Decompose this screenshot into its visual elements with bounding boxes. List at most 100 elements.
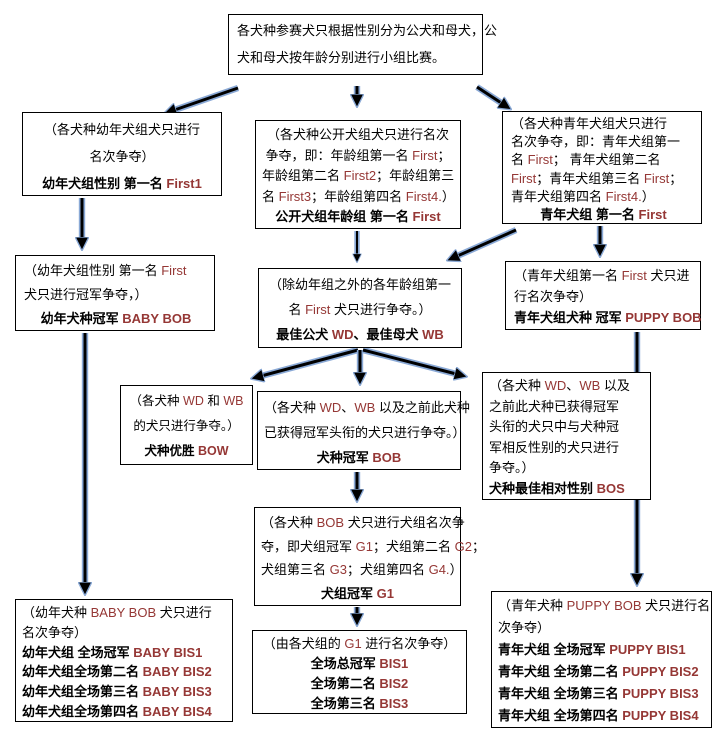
node-group-first: （各犬种 BOB 犬只进行犬组名次争夺，即犬组冠军 G1；犬组第二名 G2；犬组… [254,507,485,606]
chinese-text: （各犬种青年犬组犬只进行 [511,116,668,131]
text-line: 幼年犬组全场第四名 BABY BIS4 [22,702,226,722]
text-line: 全场第三名 BIS3 [259,694,460,714]
text-line: 名次争夺） [29,143,215,170]
chinese-text: 名 [511,152,528,168]
chinese-text: 名 [288,302,306,317]
latin-term: G1 [376,585,394,601]
text-line: （幼年犬种 BABY BOB 犬只进行 [22,603,226,623]
latin-term: WB [422,327,444,342]
node-puppy-bob: （青年犬组第一名 First 犬只进行名次争夺）青年犬组犬种 冠军 PUPPY … [505,261,702,330]
latin-term: PUPPY BIS4 [622,708,699,723]
text-line: （除幼年组之外的各年龄组第一 [265,272,455,297]
flow-arrow-halo [170,84,240,115]
latin-term: G4. [428,562,450,577]
node-open-class-age-first: （各犬种公开犬组犬只进行名次争夺，即：年龄组第一名 First；年龄组第二名 F… [255,120,461,229]
text-line: 犬种最佳相对性别 BOS [489,479,644,500]
latin-term: BOW [197,444,229,458]
latin-term: BABY BIS1 [133,644,203,660]
text-line: 公开犬组年龄组 第一名 First [262,207,454,228]
chinese-text: 、 [341,400,355,415]
latin-term: G2 [454,538,472,554]
chinese-text: 幼年犬组性别 第一名 [42,176,167,191]
latin-term: First [621,268,647,283]
latin-term: First [527,152,553,168]
latin-term: PUPPY BOB [566,598,642,613]
flow-arrow [362,348,465,376]
chinese-text: 各犬种参赛犬只根据性别分为公犬和母犬，公 [237,23,498,38]
chinese-text: 以及之前此犬种 [375,400,470,415]
chinese-text: 青年犬组 全场第四名 [498,708,623,723]
node-baby-best-in-show: （幼年犬种 BABY BOB 犬只进行名次争夺） 幼年犬组 全场冠军 BABY B… [15,599,233,722]
chinese-text: 、 [566,378,580,393]
chinese-text: 名 [262,188,279,204]
text-line: 各犬种参赛犬只根据性别分为公犬和母犬，公 [237,17,497,44]
chinese-text: （幼年犬组性别 第一名 [24,263,162,278]
text-line: 军相反性别的犬只进行 [489,438,644,459]
text-line: 之前此犬种已获得冠军 [489,397,644,418]
chinese-text: 、最佳母犬 [353,327,423,342]
text-line: 名 First； 青年犬组第二名 [511,151,696,169]
text-line: 犬只进行冠军争夺，） [24,283,208,307]
text-line: 争夺，即：年龄组第一名 First； [262,146,454,167]
chinese-text: ； 青年犬组第二名 [552,152,661,168]
latin-term: WB [223,394,244,408]
latin-term: G3 [329,562,347,577]
chinese-text: 名次争夺） [89,149,155,164]
text-line: 犬组冠军 G1 [261,582,454,606]
chinese-text: 青年犬组 全场冠军 [498,642,610,657]
node-puppy-best-in-show: （青年犬种 PUPPY BOB 犬只进行名次争夺）青年犬组 全场冠军 PUPPY… [491,591,712,728]
chinese-text: 青年犬组 全场第三名 [498,686,623,701]
text-line: 犬种冠军 BOB [264,445,454,470]
latin-term: BOB [316,515,345,530]
text-line: 幼年犬组 全场冠军 BABY BIS1 [22,643,226,663]
chinese-text: 犬只进行 [156,605,212,620]
chinese-text: 犬只进 [646,268,690,283]
text-line: （由各犬组的 G1 进行名次争夺） [259,634,460,654]
latin-term: BABY BIS2 [142,664,212,680]
latin-term: First [161,263,187,278]
latin-term: BOS [596,480,625,496]
chinese-text: （各犬种幼年犬组犬只进行 [43,122,200,137]
node-best-opposite-sex: （各犬种 WD、WB 以及之前此犬种已获得冠军头衔的犬只中与犬种冠军相反性别的犬… [482,372,651,500]
latin-term: BIS1 [379,656,409,671]
chinese-text: 之前此犬种已获得冠军 [489,398,620,414]
chinese-text: 和 [203,394,224,408]
chinese-text: 以及 [600,378,630,393]
chinese-text: 全场第二名 [310,676,380,691]
text-line: （青年犬组第一名 First 犬只进 [514,265,694,286]
latin-term: PUPPY BIS2 [622,664,699,679]
text-line: 已获得冠军头衔的犬只进行争夺。） [264,420,466,445]
text-line: 次争夺） [498,617,705,639]
chinese-text: 幼年犬组全场第三名 [22,684,143,700]
flow-arrow [166,86,239,113]
chinese-text: （除幼年组之外的各年龄组第一 [268,277,451,292]
chinese-text: ；年龄组第三 [376,168,455,183]
chinese-text: 幼年犬组全场第四名 [22,703,143,719]
chinese-text: ； [669,170,683,186]
flow-arrow-halo [475,84,507,108]
node-puppy-group-first: （各犬种青年犬组犬只进行名次争夺，即：青年犬组第一名 First； 青年犬组第二… [502,111,702,224]
text-line: 行名次争夺） [514,286,694,307]
chinese-text: 犬只进行名 [641,598,711,613]
latin-term: WD [319,400,342,415]
chinese-text: 犬种最佳相对性别 [489,480,597,496]
text-line: 名次争夺） [22,623,226,643]
chinese-text: ；年龄组第四名 [311,188,406,204]
chinese-text: 名次争夺） [22,624,88,640]
text-line: 全场总冠军 BIS1 [259,654,460,674]
text-line: 名 First3；年龄组第四名 First4.） [262,187,455,208]
chinese-text: 已获得冠军头衔的犬只进行争夺。） [264,425,466,440]
latin-term: First4. [605,188,642,204]
chinese-text: （青年犬组第一名 [514,268,622,283]
text-line: （各犬种 WD、WB 以及 [489,376,644,397]
latin-term: WB [579,378,601,393]
chinese-text: （幼年犬种 [22,605,91,620]
flow-arrow [449,228,517,260]
chinese-text: （各犬种公开犬组犬只进行名次 [266,127,449,142]
text-line: 青年犬组 第一名 First [511,206,696,224]
chinese-text: ） [449,562,463,577]
chinese-text: 犬和母犬按年龄分别进行小组比赛。 [237,50,446,65]
text-line: （各犬种公开犬组犬只进行名次 [262,125,454,146]
chinese-text: ） [441,188,455,204]
